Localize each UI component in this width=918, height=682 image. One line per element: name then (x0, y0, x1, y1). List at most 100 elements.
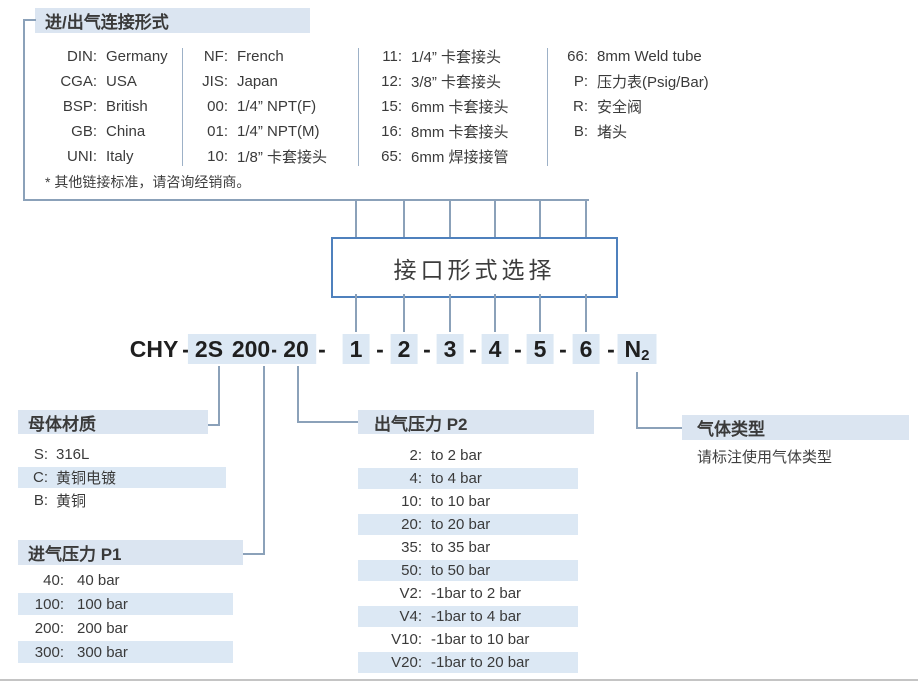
table-row: B: 堵头 (558, 119, 733, 144)
gas-type-section-header: 气体类型 (682, 415, 909, 440)
table-row: 66: 8mm Weld tube (558, 44, 733, 69)
inlet-pressure-list: 40: 40 bar 100: 100 bar 200: 200 bar 300… (18, 569, 233, 665)
option-label: 8mm Weld tube (597, 48, 702, 65)
option-label: 3/8” 卡套接头 (411, 74, 502, 91)
option-code: 50: (401, 562, 422, 579)
table-row: UNI: Italy (45, 144, 180, 169)
list-item: 10: to 10 bar (358, 491, 578, 512)
list-item: B: 黄铜 (18, 490, 226, 511)
connector-line (494, 294, 496, 332)
list-item: S: 316L (18, 444, 226, 465)
order-code-gas-segment: N2 (617, 334, 657, 364)
list-item: 20: to 20 bar (358, 514, 578, 535)
option-label: 1/4” NPT(M) (237, 123, 320, 140)
option-code: 66: (567, 48, 588, 65)
option-code: V10: (391, 631, 422, 648)
list-item: C: 黄铜电镀 (18, 467, 226, 488)
option-label: to 50 bar (431, 562, 491, 579)
list-item: 100: 100 bar (18, 593, 233, 615)
connector-line (585, 200, 587, 237)
list-item: 300: 300 bar (18, 641, 233, 663)
gas-type-description: 请标注使用气体类型 (697, 449, 833, 466)
option-code: B: (573, 123, 588, 140)
order-code-segment: 4 (481, 334, 509, 364)
option-label: 1/8” 卡套接头 (237, 149, 328, 166)
option-code: V20: (391, 654, 422, 671)
option-code: 65: (381, 148, 402, 165)
table-row: 10: 1/8” 卡套接头 (196, 144, 354, 169)
option-code: V4: (399, 608, 422, 625)
order-code-segment: 20 (276, 334, 316, 364)
outlet-pressure-list: 2: to 2 bar 4: to 4 bar 10: to 10 bar 20… (358, 445, 578, 675)
option-code: GB: (71, 123, 97, 140)
option-label: 100 bar (77, 595, 128, 613)
connector-elbow-outlet-pressure (297, 366, 360, 423)
option-code: R: (573, 98, 588, 115)
code-dash: - (423, 336, 431, 362)
option-label: 1/4” 卡套接头 (411, 49, 502, 66)
option-label: to 20 bar (431, 516, 491, 533)
option-label: 1/4” NPT(F) (237, 98, 317, 115)
connector-line (494, 200, 496, 237)
connector-line (355, 294, 357, 332)
option-code: 40: (43, 571, 64, 589)
option-label: 6mm 焊接接管 (411, 149, 509, 166)
order-code-segment: 1 (342, 334, 370, 364)
bracket-vertical-line (23, 19, 25, 200)
code-dash: - (318, 336, 326, 362)
table-row: GB: China (45, 119, 180, 144)
column-divider (358, 48, 359, 166)
code-dash: - (607, 336, 615, 362)
option-code: 35: (401, 539, 422, 556)
list-item: 40: 40 bar (18, 569, 233, 591)
option-label: 压力表(Psig/Bar) (597, 74, 709, 91)
option-code: 4: (409, 470, 422, 487)
table-row: DIN: Germany (45, 44, 180, 69)
bracket-tick-line (23, 19, 36, 21)
code-dash: - (271, 336, 279, 362)
option-label: 6mm 卡套接头 (411, 99, 509, 116)
table-row: 00: 1/4” NPT(F) (196, 94, 354, 119)
order-code-segment: 3 (436, 334, 464, 364)
table-row: CGA: USA (45, 69, 180, 94)
table-row: 01: 1/4” NPT(M) (196, 119, 354, 144)
connector-elbow-gas-type (636, 372, 684, 429)
option-label: to 10 bar (431, 493, 491, 510)
table-row: R: 安全阀 (558, 94, 733, 119)
material-section-header: 母体材质 (18, 410, 208, 434)
outlet-pressure-section-title: 出气压力 P2 (374, 414, 468, 434)
option-code: JIS: (202, 73, 228, 90)
option-label: 8mm 卡套接头 (411, 124, 509, 141)
option-label: 黄铜 (56, 493, 87, 510)
option-label: 300 bar (77, 643, 128, 661)
code-dash: - (182, 336, 190, 362)
option-label: Italy (106, 148, 134, 165)
connection-section-title: 进/出气连接形式 (45, 13, 169, 32)
option-label: British (106, 98, 148, 115)
table-row: BSP: British (45, 94, 180, 119)
code-dash: - (469, 336, 477, 362)
connector-line (539, 294, 541, 332)
option-code: 01: (207, 123, 228, 140)
order-code-prefix: CHY (129, 336, 179, 362)
option-label: Germany (106, 48, 168, 65)
option-label: 安全阀 (597, 99, 643, 116)
option-label: -1bar to 4 bar (431, 608, 522, 625)
option-code: CGA: (60, 73, 97, 90)
list-item: V20: -1bar to 20 bar (358, 652, 578, 673)
option-code: 00: (207, 98, 228, 115)
table-row: 65: 6mm 焊接接管 (372, 144, 542, 169)
connector-line (539, 200, 541, 237)
option-code: 300: (34, 643, 64, 661)
list-item: V10: -1bar to 10 bar (358, 629, 578, 650)
inlet-pressure-section-title: 进气压力 P1 (28, 545, 122, 564)
connector-line (355, 200, 357, 237)
option-label: 黄铜电镀 (56, 470, 117, 487)
option-label: 316L (56, 446, 90, 463)
option-code: B: (33, 492, 48, 509)
option-code: 20: (401, 516, 422, 533)
bracket-horizontal-line (23, 199, 589, 201)
option-code: 200: (34, 619, 64, 637)
connector-line (585, 294, 587, 332)
